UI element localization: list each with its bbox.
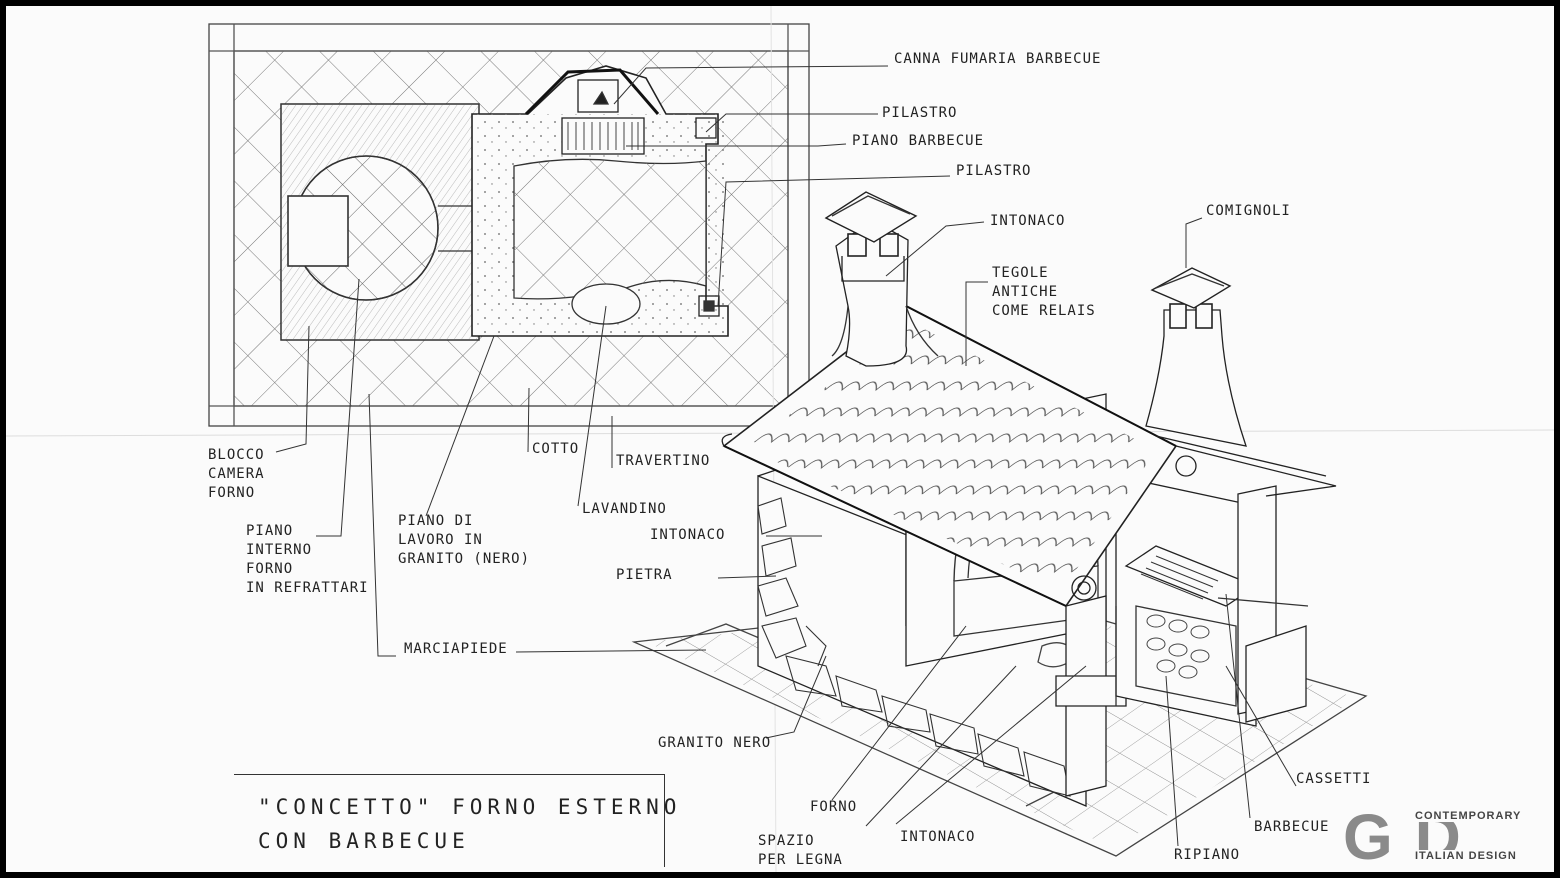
label-blocco: BLOCCO CAMERA FORNO (208, 447, 265, 501)
label-piano-lavoro: PIANO DI LAVORO IN GRANITO (NERO) (398, 513, 531, 567)
title-line-2: CON BARBECUE (258, 829, 470, 853)
label-cotto: COTTO (532, 441, 580, 457)
label-tegole: TEGOLE ANTICHE COME RELAIS (992, 265, 1096, 319)
label-pilastro-mid: PILASTRO (956, 163, 1032, 179)
title-line-1: "CONCETTO" FORNO ESTERNO (258, 795, 682, 819)
label-comignoli: COMIGNOLI (1206, 203, 1291, 219)
label-ripiano: RIPIANO (1174, 847, 1241, 863)
label-barbecue: BARBECUE (1254, 819, 1330, 835)
iso-view (631, 191, 1368, 857)
logo-line-italian-design: ITALIAN DESIGN (1413, 850, 1519, 862)
label-intonaco-mid: INTONACO (650, 527, 726, 543)
label-granito-nero: GRANITO NERO (658, 735, 772, 751)
brand-logo: G D CONTEMPORARY ITALIAN DESIGN (1343, 801, 1548, 872)
label-forno: FORNO (810, 799, 858, 815)
sketch-drawing (6, 6, 1554, 872)
label-intonaco-bottom: INTONACO (900, 829, 976, 845)
label-cassetti: CASSETTI (1296, 771, 1372, 787)
label-canna-fumaria: CANNA FUMARIA BARBECUE (894, 51, 1102, 67)
label-pietra: PIETRA (616, 567, 673, 583)
label-piano-barbecue: PIANO BARBECUE (852, 133, 985, 149)
sketch-frame: CANNA FUMARIA BARBECUE PILASTRO PIANO BA… (6, 6, 1554, 872)
label-lavandino: LAVANDINO (582, 501, 667, 517)
label-pilastro-top: PILASTRO (882, 105, 958, 121)
label-marciapiede: MARCIAPIEDE (404, 641, 508, 657)
plan-view (6, 6, 1554, 872)
label-spazio-legna: SPAZIO PER LEGNA (758, 833, 843, 868)
logo-line-contemporary: CONTEMPORARY (1413, 810, 1524, 822)
title-block: "CONCETTO" FORNO ESTERNO CON BARBECUE (234, 774, 676, 867)
label-travertino: TRAVERTINO (616, 453, 711, 469)
label-piano-interno: PIANO INTERNO FORNO IN REFRATTARI (246, 523, 369, 596)
label-intonaco-top: INTONACO (990, 213, 1066, 229)
